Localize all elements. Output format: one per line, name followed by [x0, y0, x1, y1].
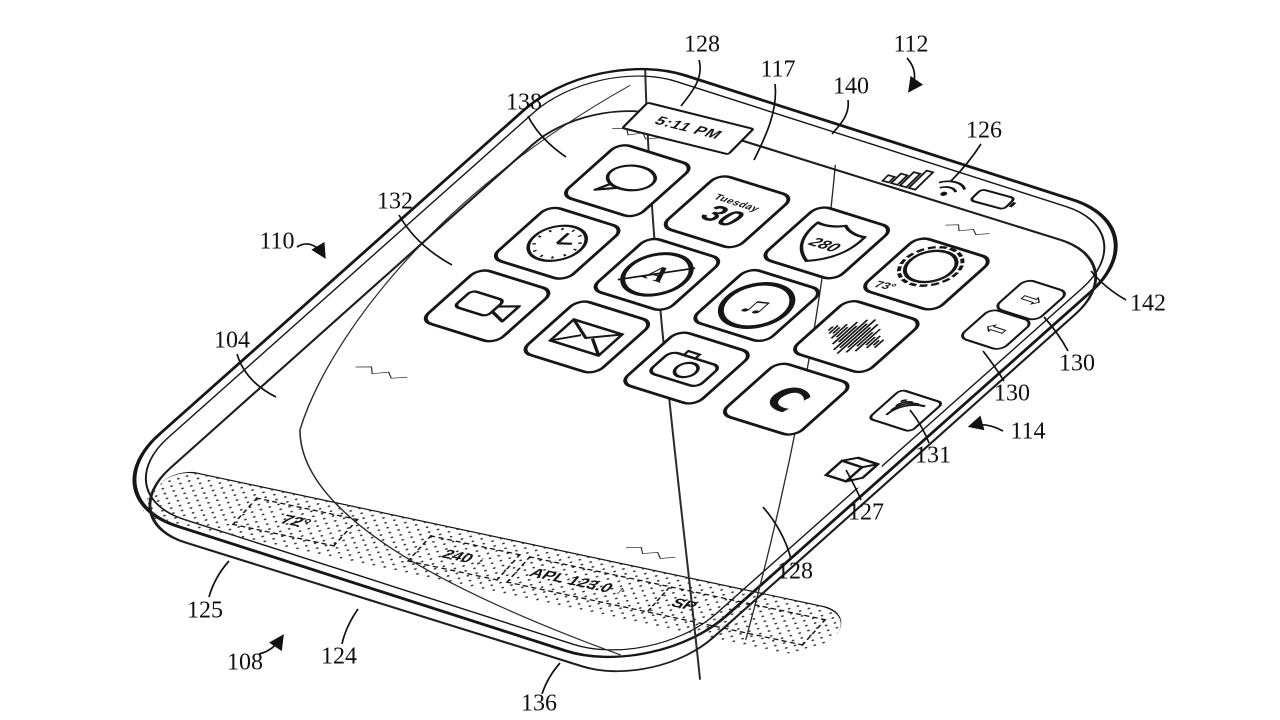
- ref-label-140: 140: [833, 74, 869, 101]
- ref-label-130-lower: 130: [994, 381, 1030, 408]
- music-note-icon: ♫: [733, 291, 781, 320]
- ref-label-110: 110: [259, 229, 294, 256]
- ref-label-138: 138: [506, 90, 542, 117]
- ref-label-117: 117: [760, 57, 795, 84]
- ref-label-126: 126: [966, 118, 1002, 145]
- ref-label-112: 112: [893, 32, 928, 59]
- phone-handset-icon: C: [751, 378, 822, 420]
- ref-label-125: 125: [187, 598, 223, 625]
- ref-label-127: 127: [848, 500, 884, 527]
- ref-label-128-bottom: 128: [777, 559, 813, 586]
- screen-weather-temp: 73°: [871, 279, 899, 293]
- route-number: 280: [804, 235, 845, 255]
- wifi-icon: [924, 174, 976, 202]
- ref-label-104: 104: [214, 328, 250, 355]
- ref-label-128-top: 128: [684, 32, 720, 59]
- sun-icon: [892, 244, 970, 288]
- ref-label-136: 136: [521, 691, 557, 718]
- ref-label-142: 142: [1130, 291, 1166, 318]
- ref-label-124: 124: [321, 644, 357, 671]
- ref-label-114: 114: [1010, 419, 1045, 446]
- ref-label-108: 108: [227, 650, 263, 677]
- ref-label-132: 132: [377, 189, 413, 216]
- ref-label-130-upper: 130: [1059, 351, 1095, 378]
- time-value: 5:11 PM: [650, 114, 726, 142]
- compass-letter: A: [636, 261, 679, 288]
- ref-label-131: 131: [915, 443, 951, 470]
- battery-icon: [966, 186, 1024, 213]
